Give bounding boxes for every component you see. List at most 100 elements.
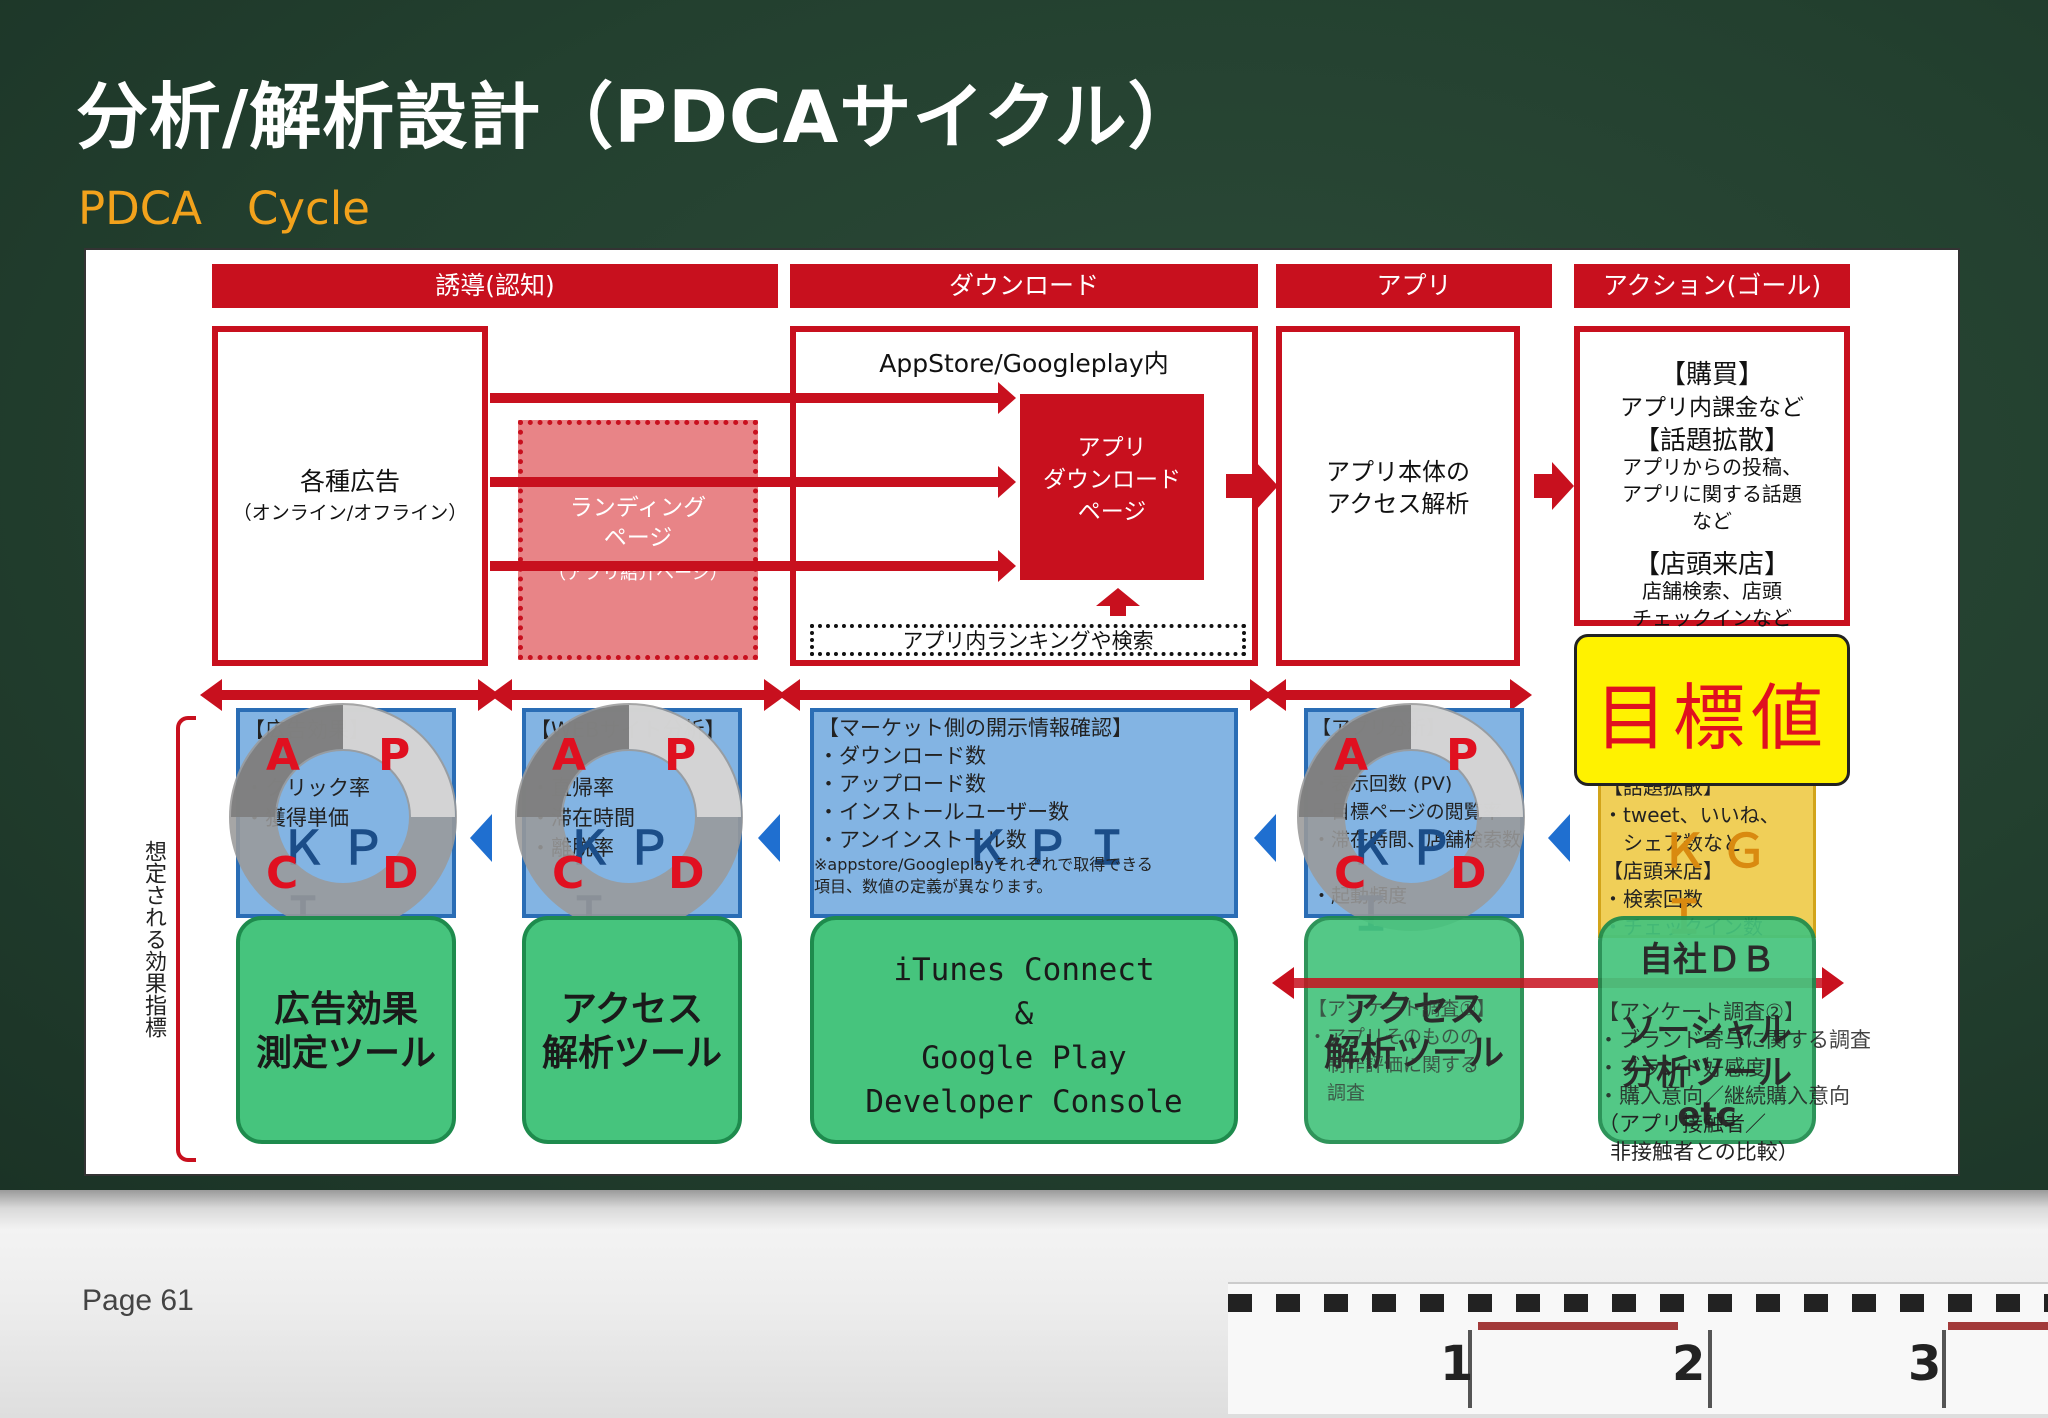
kpi-market-line-2: ・ダウンロード数 <box>818 744 986 768</box>
arrow-line-1 <box>490 393 1000 403</box>
ruler-mark-2: 2 <box>1672 1336 1706 1392</box>
ranking-box: アプリ内ランキングや検索 <box>810 624 1246 656</box>
tool-access-text: アクセス 解析ツール <box>541 989 722 1074</box>
ruler-mark-3: 3 <box>1908 1336 1942 1392</box>
double-arrow-right-icon-4 <box>1510 679 1532 711</box>
arrow-line-2 <box>490 477 1000 487</box>
arrow-head-icon-3 <box>998 550 1016 582</box>
double-arrow-2 <box>510 690 766 700</box>
double-arrow-4 <box>1284 690 1512 700</box>
survey-2-line-6: 非接触者との比較） <box>1610 1140 1799 1164</box>
ruler-decoration: 1 2 3 <box>1228 1282 2048 1414</box>
store-box: AppStore/Googleplay内 アプリ ダウンロード ページ アプリ内… <box>790 326 1258 666</box>
survey-1-line-4: 調査 <box>1308 1082 1366 1104</box>
ad-subtitle: （オンライン/オフライン） <box>232 502 468 524</box>
ruler-tick-3 <box>1942 1330 1946 1408</box>
kgi-line-6: 【店頭来店】 <box>1603 859 1723 883</box>
tool-access-analysis: アクセス 解析ツール <box>522 916 742 1144</box>
back-arrow-icon-2 <box>758 814 780 862</box>
survey-2-line-3: ・ブランド好感度 <box>1598 1056 1766 1080</box>
tool-itunes-google-play: iTunes Connect & Google Play Developer C… <box>810 916 1238 1144</box>
target-value-text: 目標値 <box>1594 676 1829 760</box>
kpi-market-line-5: ・アンインストール数 <box>818 828 1027 852</box>
back-arrow-icon-3 <box>1254 814 1276 862</box>
landing-title: ランディング ページ <box>569 495 707 551</box>
kpi-market-line-3: ・アップロード数 <box>818 772 986 796</box>
double-arrow-left-icon-3 <box>778 679 800 711</box>
download-page-text: アプリ ダウンロード ページ <box>1043 435 1181 525</box>
double-arrow-long-left-icon <box>1272 967 1294 999</box>
pdca-c-2: C <box>552 848 585 899</box>
block-arrow-1-stem <box>1226 474 1258 498</box>
goal-topic-head: 【話題拡散】 <box>1633 426 1790 456</box>
ruler-tick-1 <box>1468 1330 1472 1408</box>
tool-social-text: ソーシャル 分析ツール etc <box>1622 1011 1792 1135</box>
app-analysis-text: アプリ本体の アクセス解析 <box>1326 458 1470 518</box>
double-arrow-long <box>1292 978 1824 988</box>
back-arrow-icon-4 <box>1548 814 1570 862</box>
goal-box: 【購買】 アプリ内課金など 【話題拡散】 アプリからの投稿、 アプリに関する話題… <box>1574 326 1850 630</box>
ruler-tick-2 <box>1708 1330 1712 1408</box>
ranking-text: アプリ内ランキングや検索 <box>902 629 1154 653</box>
landing-page-box: ランディング ページ （アプリ紹介ページ） <box>518 420 758 660</box>
pdca-a-2: A <box>552 730 587 781</box>
goal-topic-text: アプリからの投稿、 アプリに関する話題 など <box>1622 455 1802 533</box>
goal-store-head: 【店頭来店】 <box>1633 550 1790 580</box>
tool-itunes-text: iTunes Connect & Google Play Developer C… <box>865 952 1183 1120</box>
pdca-cycle-icon-3 <box>1297 703 1525 931</box>
pdca-a-3: A <box>1334 730 1369 781</box>
block-arrow-2-stem <box>1534 474 1554 498</box>
double-arrow-left-icon-1 <box>200 679 222 711</box>
double-arrow-left-icon-4 <box>1264 679 1286 711</box>
tool-ad-measurement: 広告効果 測定ツール <box>236 916 456 1144</box>
survey-1-line-1: 【アンケート調査①】 <box>1308 998 1496 1020</box>
tool-app-access-text: アクセス 解析ツール <box>1323 989 1504 1074</box>
pdca-cycle-icon-2 <box>515 703 743 931</box>
arrow-line-3 <box>490 561 1000 571</box>
pdca-p-3: P <box>1446 730 1479 781</box>
arrow-head-icon-1 <box>998 382 1016 414</box>
page-number: Page 61 <box>82 1284 194 1317</box>
double-arrow-long-right-icon <box>1822 967 1844 999</box>
tool-ad-text: 広告効果 測定ツール <box>255 989 436 1074</box>
tool-own-db-text: 自社ＤＢ <box>1639 940 1775 980</box>
kpi-box-market: 【マーケット側の開示情報確認】 ・ダウンロード数 ・アップロード数 ・インストー… <box>810 708 1238 918</box>
side-bracket <box>176 716 196 1162</box>
app-box: アプリ本体の アクセス解析 <box>1276 326 1520 666</box>
ruler-dashes <box>1228 1294 2048 1312</box>
kpi-market-note: ※appstore/Googleplayそれぞれで取得できる 項目、数値の定義が… <box>814 855 1153 896</box>
kpi-market-line-4: ・インストールユーザー数 <box>818 800 1070 824</box>
kgi-line-4: ・tweet、いいね、 <box>1603 803 1780 827</box>
up-arrow-icon <box>1096 588 1140 606</box>
goal-purchase-text: アプリ内課金など <box>1620 395 1804 421</box>
ruler-red-line-2 <box>1948 1322 2048 1330</box>
pdca-a-1: A <box>266 730 301 781</box>
kgi-line-5: シェア数など <box>1603 831 1743 855</box>
ad-title: 各種広告 <box>299 467 400 496</box>
kpi-app-line-4: ・目標ページの閲覧率 <box>1312 801 1502 823</box>
survey-1-line-3: 制作評価に関する <box>1308 1054 1480 1076</box>
page-subtitle: PDCA Cycle <box>78 182 370 235</box>
side-label: 想定される効果指標 <box>141 840 166 1038</box>
ruler-red-line-1 <box>1478 1322 1678 1330</box>
survey-2-line-4: ・購入意向／継続購入意向 <box>1598 1084 1850 1108</box>
goal-store-text: 店舗検索、店頭 チェックインなど <box>1632 579 1792 630</box>
pdca-d-1: D <box>382 848 419 899</box>
header-guidance: 誘導(認知) <box>212 264 778 308</box>
page-title: 分析/解析設計（PDCAサイクル） <box>76 75 1201 159</box>
arrow-head-icon-2 <box>998 466 1016 498</box>
kpi-label-3: ＫＰＩ <box>964 821 1144 875</box>
header-download: ダウンロード <box>790 264 1258 308</box>
pdca-p-1: P <box>378 730 411 781</box>
survey-2-line-1: 【アンケート調査②】 <box>1598 1000 1805 1024</box>
pdca-c-1: C <box>266 848 299 899</box>
download-page-box: アプリ ダウンロード ページ <box>1020 394 1204 580</box>
kpi-app-line-5: ・滞在時間、店舗検索数 <box>1312 829 1522 851</box>
double-arrow-3 <box>798 690 1252 700</box>
goal-purchase-head: 【購買】 <box>1659 360 1764 390</box>
pdca-c-3: C <box>1334 848 1367 899</box>
tool-app-access-analysis: アクセス 解析ツール 【アンケート調査①】 ・アプリそのものの 制作評価に関する… <box>1304 916 1524 1144</box>
tool-own-db-social: 自社ＤＢ ソーシャル 分析ツール etc <box>1598 916 1816 1144</box>
pdca-d-2: D <box>668 848 705 899</box>
pdca-cycle-icon-1 <box>229 703 457 931</box>
